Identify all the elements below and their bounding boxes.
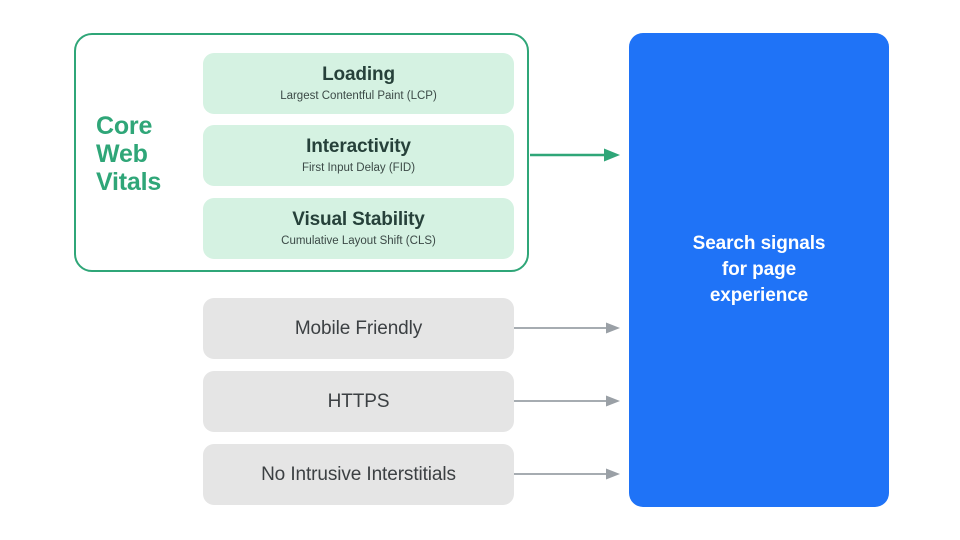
- core-web-vitals-label-line-2: Web: [96, 140, 148, 168]
- signal-card-label: No Intrusive Interstitials: [261, 463, 456, 485]
- metric-card-interactivity[interactable]: Interactivity First Input Delay (FID): [203, 125, 514, 186]
- core-web-vitals-label-line-1: Core: [96, 112, 153, 140]
- signal-card-mobile-friendly[interactable]: Mobile Friendly: [203, 298, 514, 359]
- metric-subtitle: First Input Delay (FID): [301, 161, 416, 174]
- metric-card-visual-stability[interactable]: Visual Stability Cumulative Layout Shift…: [203, 198, 514, 259]
- signal-card-label: HTTPS: [327, 390, 390, 412]
- search-signals-panel[interactable]: Search signals for page experience: [629, 33, 889, 507]
- signal-card-no-intrusive-interstitials[interactable]: No Intrusive Interstitials: [203, 444, 514, 505]
- metric-title: Visual Stability: [292, 209, 425, 231]
- search-signals-panel-label: Search signals for page experience: [692, 233, 826, 306]
- mobile-friendly-arrow: [514, 322, 620, 334]
- signal-card-https[interactable]: HTTPS: [203, 371, 514, 432]
- signal-card-label: Mobile Friendly: [294, 317, 423, 339]
- core-web-vitals-arrow: [530, 148, 620, 162]
- core-web-vitals-label-line-3: Vitals: [96, 168, 162, 196]
- metric-subtitle: Cumulative Layout Shift (CLS): [281, 234, 436, 247]
- https-arrow: [514, 395, 620, 407]
- core-web-vitals-group-label: Core Web Vitals: [96, 112, 192, 196]
- no-intrusive-interstitials-arrow: [514, 468, 620, 480]
- metric-title: Loading: [322, 64, 395, 86]
- metric-title: Interactivity: [306, 136, 411, 158]
- metric-card-loading[interactable]: Loading Largest Contentful Paint (LCP): [203, 53, 514, 114]
- metric-subtitle: Largest Contentful Paint (LCP): [280, 89, 437, 102]
